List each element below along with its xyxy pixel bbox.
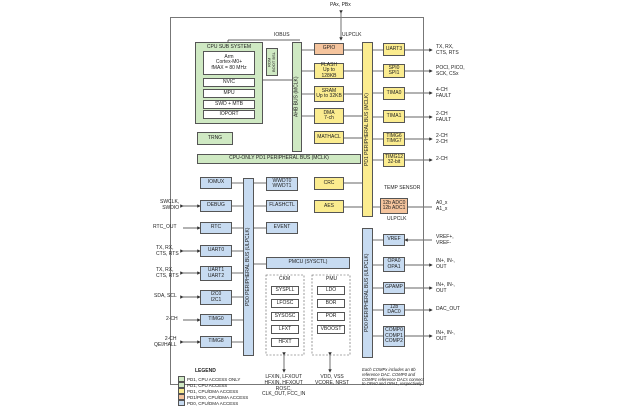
ckm-label: CKM (279, 276, 291, 282)
pmcu-block: PMCU (SYSCTL) (266, 257, 350, 269)
uart0-block: UART0 (200, 245, 232, 257)
gpamp-pins: IN+, IN-, OUT (436, 282, 455, 294)
trng-block: TRNG (197, 132, 233, 145)
temp-sensor-label: TEMP SENSOR (384, 185, 421, 191)
wwdt-block: WWDT0 WWDT1 (266, 177, 298, 191)
flashctl-block: FLASHCTL (266, 200, 298, 212)
adc-pins: A0_x A1_x (436, 200, 448, 212)
legend-swatch (178, 382, 185, 388)
top-ulpclk-label: ULPCLK (342, 32, 362, 38)
legend-item: PD1, CPU ACCESS ONLY (178, 376, 258, 382)
vref-block: VREF (383, 234, 405, 246)
mathacl-block: MATHACL (314, 131, 344, 144)
iomux-block: IOMUX (200, 177, 232, 189)
pmu-item: POR (317, 312, 345, 321)
pd0-bus-right: PD0 PERIPHERAL BUS (ULPCLK) (362, 228, 373, 358)
i2c-pins: SDA, SCL (154, 293, 177, 299)
timg67-pins: 2-CH 2-CH (436, 133, 448, 145)
legend-item: PD0, CPU/DMA ACCESS (178, 400, 258, 406)
legend-item: PD1/PD0, CPU/DMA ACCESS (178, 394, 258, 400)
uart12-block: UART1 UART2 (200, 266, 232, 281)
vref-pins: VREF+, VREF- (436, 234, 454, 246)
uart0-pins: TX, RX, CTS, RTS (156, 245, 179, 257)
spi-block: SPI0 SPI1 (383, 64, 405, 78)
ckm-item: LFXT (271, 325, 299, 334)
tima1-block: TIMA1 (383, 110, 405, 123)
tima1-pins: 2-CH FAULT (436, 111, 452, 123)
timg8-block: TIMG8 (200, 336, 232, 348)
timg0-block: TIMG0 (200, 314, 232, 326)
mcu-outline (170, 17, 424, 385)
pd1-peripheral-bus: PD1 PERIPHERAL BUS (MCLK) (362, 42, 373, 217)
cpu-core: Arm Cortex-M0+ fMAX = 80 MHz (203, 51, 255, 75)
ioport-block: IOPORT (203, 110, 255, 119)
legend-swatch (178, 388, 185, 394)
legend-note: Each COMPx includes an 8b reference DAC.… (362, 367, 424, 387)
pmu-label: PMU (326, 276, 338, 282)
i2c-block: I2C0 I2C1 (200, 290, 232, 305)
pmu-item: LDO (317, 286, 345, 295)
debug-pins: SWCLK, SWDIO (160, 199, 180, 211)
legend: PD1, CPU ACCESS ONLY PD1, CPU ACCESS PD1… (178, 376, 258, 406)
opa-block: OPA0 OPA1 (383, 257, 405, 272)
legend-swatch (178, 400, 185, 406)
ckm-item: SYSOSC (271, 312, 299, 321)
uart3-block: UART3 (383, 43, 405, 56)
ckm-item: LFOSC (271, 299, 299, 308)
legend-item: PD1, CPU ACCESS (178, 382, 258, 388)
top-pins-label: PAx, PBx (330, 2, 351, 8)
pd0-bus-left: PD0 PERIPHERAL BUS (ULPCLK) (243, 178, 254, 356)
spi-pins: POCI, PICO, SCK, CSx (436, 65, 465, 77)
dma-block: DMA 7-ch (314, 108, 344, 124)
legend-item: PD1, CPU/DMA ACCESS (178, 388, 258, 394)
ahb-bus: AHB BUS (MCLK) (292, 42, 302, 152)
tima0-pins: 4-CH FAULT (436, 87, 452, 99)
dac-block: 12b DAC0 (383, 304, 405, 316)
mpu-block: MPU (203, 89, 255, 98)
aes-block: AES (314, 200, 344, 213)
ckm-pins: LFXIN, LFXOUT HFXIN, HFXOUT ROSC, CLK_OU… (262, 374, 306, 398)
timg8-pins: 2-CH QEI/HALL (154, 336, 177, 348)
iobus-label: IOBUS (274, 32, 290, 38)
debug-block: DEBUG (200, 200, 232, 212)
rom-block: ROM BOOT BSL (266, 48, 278, 76)
opa-pins: IN+, IN-, OUT (436, 258, 455, 270)
timg12-block: TIMG12 32-bit (383, 153, 405, 167)
timg67-block: TIMG6 TIMG7 (383, 132, 405, 146)
legend-title: LEGEND (195, 368, 216, 374)
comp-pins: IN+, IN-, OUT (436, 330, 455, 342)
cpu-only-bus: CPU-ONLY PD1 PERIPHERAL BUS (MCLK) (197, 154, 361, 164)
pmu-item: VBOOST (317, 325, 345, 334)
ckm-item: SYSPLL (271, 286, 299, 295)
uart12-pins: TX, RX, CTS, RTS (156, 267, 179, 279)
flash-block: FLASH Up to 128KB (314, 62, 344, 79)
rtc-pins: RTC_OUT (153, 224, 177, 230)
gpio-block: GPIO (314, 43, 344, 55)
rtc-block: RTC (200, 222, 232, 234)
comp-block: COMP0 COMP1 COMP2 (383, 326, 405, 347)
swd-mtb-block: SWD + MTB (203, 100, 255, 109)
tima0-block: TIMA0 (383, 87, 405, 100)
event-block: EVENT (266, 222, 298, 234)
crc-block: CRC (314, 177, 344, 190)
adc-ulpclk-label: ULPCLK (387, 216, 407, 222)
sram-block: SRAM Up to 32KB (314, 86, 344, 102)
pmu-item: BOR (317, 299, 345, 308)
ckm-item: HFXT (271, 338, 299, 347)
gpamp-block: GPAMP (383, 282, 405, 294)
cpu-subsystem-title: CPU SUB SYSTEM (206, 44, 252, 50)
pmu-pins: VDD, VSS VCORE, NRST (315, 374, 350, 386)
adc-block: 12b ADC0 12b ADC1 (380, 198, 408, 214)
uart3-pins: TX, RX, CTS, RTS (436, 44, 459, 56)
timg0-pins: 2-CH (166, 316, 178, 322)
legend-swatch (178, 376, 185, 382)
timg12-pins: 2-CH (436, 156, 448, 162)
legend-swatch (178, 394, 185, 400)
dac-pins: DAC_OUT (436, 306, 460, 312)
nvic-block: NVIC (203, 78, 255, 87)
